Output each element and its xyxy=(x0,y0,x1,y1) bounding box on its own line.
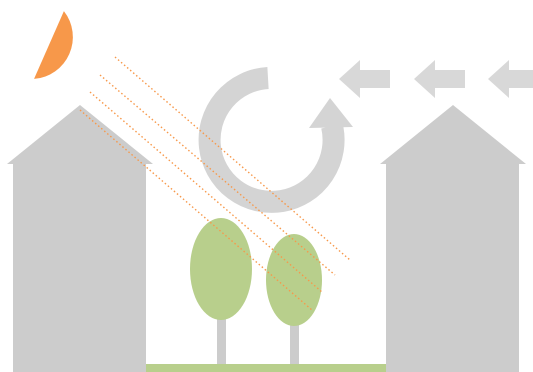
trees xyxy=(190,218,322,364)
sun-icon xyxy=(25,10,78,79)
left-building xyxy=(7,105,153,372)
tree-canopy xyxy=(190,218,252,320)
circular-arrow-icon xyxy=(210,78,334,202)
circular-arrow-head-icon xyxy=(309,98,353,128)
right-building xyxy=(380,105,526,372)
wind-arrows xyxy=(339,60,533,98)
right-building-icon xyxy=(380,105,526,372)
ground-strip xyxy=(146,364,386,372)
wind-arrow-icon-1 xyxy=(339,60,390,98)
tree-icon-1 xyxy=(190,218,252,364)
wind-arrow-icon-3 xyxy=(488,60,533,98)
tree-icon-2 xyxy=(266,234,322,364)
tree-canopy xyxy=(266,234,322,326)
sun xyxy=(25,10,78,79)
left-building-icon xyxy=(7,105,153,372)
air-circulation-arrow xyxy=(210,78,353,202)
wind-arrow-icon-2 xyxy=(414,60,465,98)
